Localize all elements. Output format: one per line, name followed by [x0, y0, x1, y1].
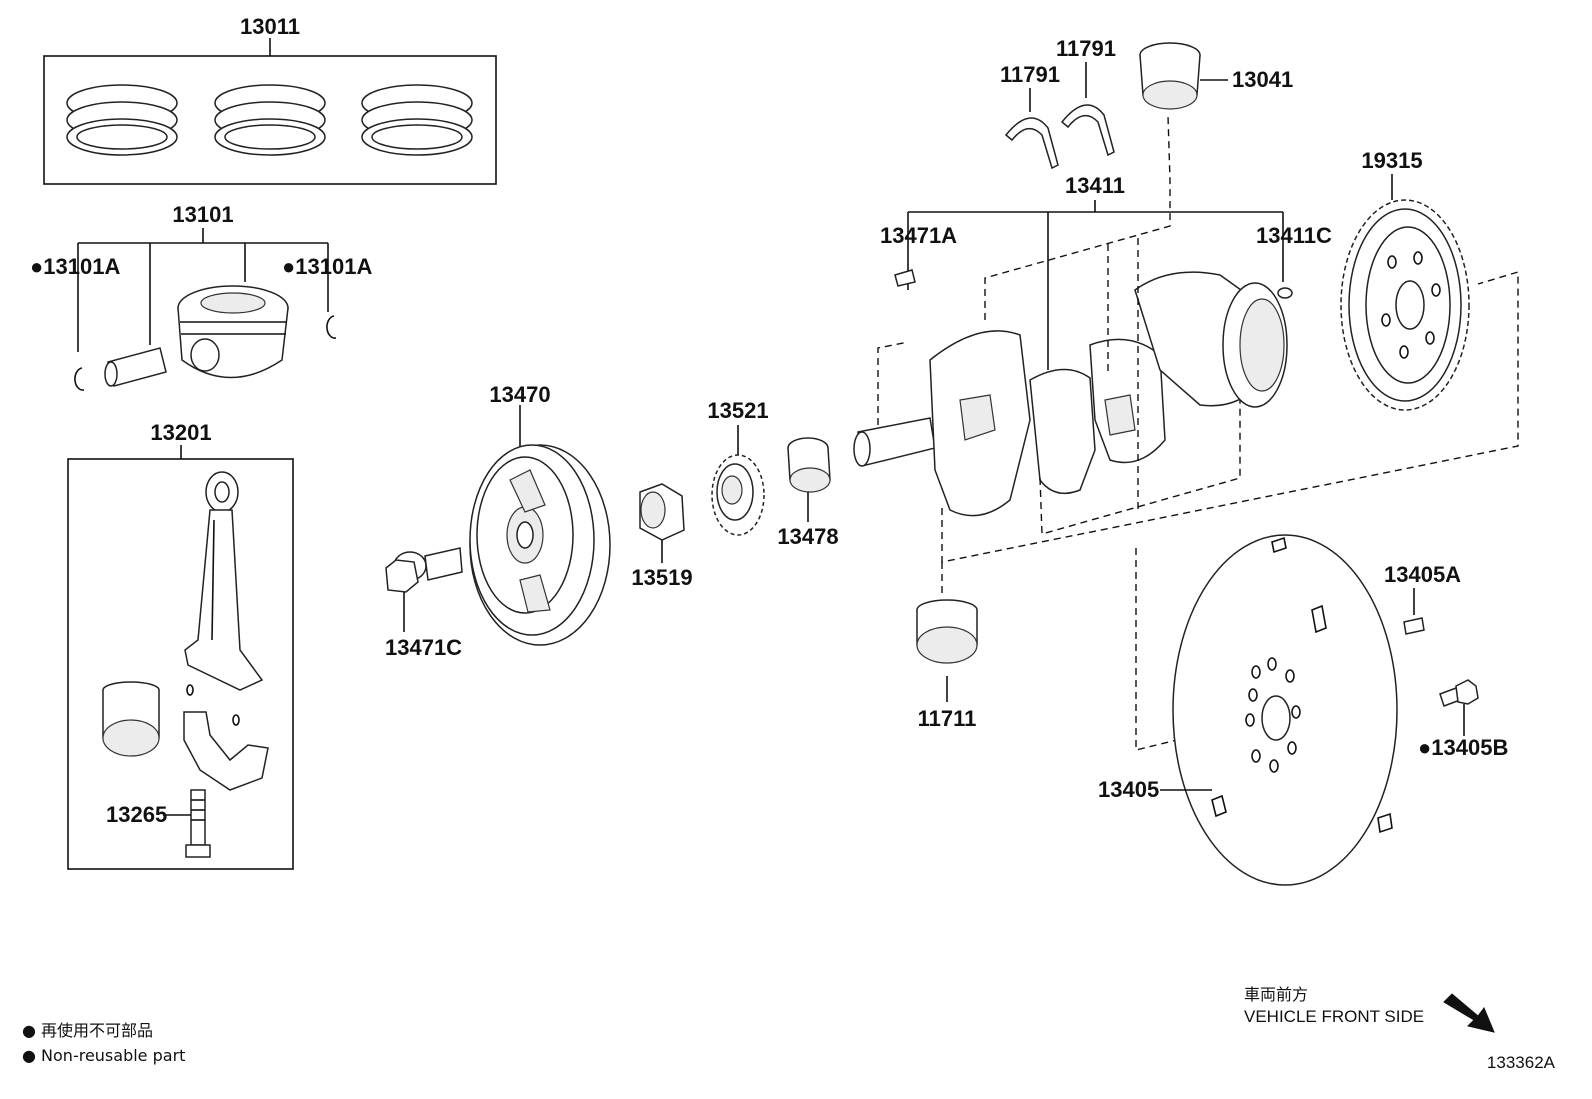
label-13478: 13478 — [777, 524, 838, 549]
direction-en: VEHICLE FRONT SIDE — [1244, 1007, 1424, 1026]
figure-id: 133362A — [1487, 1053, 1556, 1072]
piston-group: 13101 ●13101A ●13101A — [30, 202, 372, 391]
label-13470: 13470 — [489, 382, 550, 407]
crankshaft-group: 13411 13471A 13411C — [853, 115, 1519, 598]
label-13519: 13519 — [631, 565, 692, 590]
thrust-washer-2 — [1060, 104, 1115, 157]
drive-plate-bolt-group: ●13405B — [1418, 679, 1508, 760]
crankshaft — [853, 271, 1288, 517]
label-13471C: 13471C — [385, 635, 462, 660]
legend-jp: ● 再使用不可部品 — [22, 1021, 153, 1040]
label-13101A-left: ●13101A — [30, 254, 120, 279]
snap-ring-left — [74, 367, 85, 391]
crank-spacer — [639, 483, 685, 541]
label-13471A: 13471A — [880, 223, 957, 248]
pulley-bolt-group: 13471C — [385, 547, 463, 660]
label-13101A-right: ●13101A — [282, 254, 372, 279]
legend-en: ● Non-reusable part — [22, 1046, 185, 1065]
piston-ring-set-3 — [361, 84, 473, 156]
rod-bolt — [185, 789, 211, 858]
connecting-rod-group: 13201 13265 — [67, 420, 294, 870]
drive-plate-bolt — [1439, 679, 1479, 707]
label-11791-b: 11791 — [1056, 36, 1116, 61]
rod-bearing — [102, 681, 160, 757]
label-11711: 11711 — [918, 706, 977, 731]
label-13201: 13201 — [150, 420, 211, 445]
label-11791-a: 11791 — [1000, 62, 1060, 87]
piston-pin — [104, 347, 167, 387]
main-bearing-upper-group: 13041 — [1139, 42, 1293, 110]
label-13405A: 13405A — [1384, 562, 1461, 587]
front-arrow-icon — [1443, 993, 1495, 1033]
piston-ring-set-2 — [214, 84, 326, 156]
timing-sprocket — [711, 454, 765, 536]
direction-jp: 車両前方 — [1244, 985, 1308, 1004]
vehicle-front-indicator: 車両前方 VEHICLE FRONT SIDE — [1244, 985, 1495, 1033]
crank-rotor — [1340, 199, 1470, 411]
label-13101: 13101 — [172, 202, 233, 227]
thrust-washer-1 — [1004, 117, 1059, 170]
crank-key — [787, 437, 831, 493]
crank-key-group: 13478 — [777, 437, 839, 549]
connecting-rod — [184, 471, 264, 691]
label-13405B: ●13405B — [1418, 735, 1508, 760]
main-bearing-lower — [916, 599, 978, 664]
label-13411C: 13411C — [1256, 223, 1332, 248]
thrust-washer-group: 11791 11791 — [1000, 36, 1116, 170]
label-13265: 13265 — [106, 802, 167, 827]
snap-ring-right — [326, 315, 337, 339]
drive-plate — [1172, 534, 1398, 886]
label-13041: 13041 — [1232, 67, 1293, 92]
crank-rotor-group: 19315 — [1340, 148, 1470, 411]
label-13521: 13521 — [707, 398, 768, 423]
drive-plate-pin-group: 13405A — [1384, 562, 1461, 635]
piston-ring-set-1 — [66, 84, 178, 156]
main-bearing-upper — [1139, 42, 1201, 110]
main-bearing-lower-group: 11711 — [916, 599, 978, 731]
timing-sprocket-group: 13521 — [707, 398, 769, 536]
woodruff-key — [894, 269, 916, 287]
rod-cap — [183, 684, 269, 791]
crankshaft-pulley-group: 13470 — [469, 382, 611, 646]
piston-ring-set-group: 13011 — [43, 14, 497, 185]
pulley-bolt — [385, 547, 463, 593]
label-19315: 19315 — [1361, 148, 1422, 173]
drive-plate-pin — [1403, 617, 1425, 635]
label-13411: 13411 — [1065, 173, 1125, 198]
legend: ● 再使用不可部品 ● Non-reusable part — [22, 1021, 185, 1065]
label-13011: 13011 — [240, 14, 300, 39]
crank-spacer-group: 13519 — [631, 483, 693, 590]
label-13405: 13405 — [1098, 777, 1159, 802]
crankshaft-pulley — [469, 444, 611, 646]
crank-pin — [1277, 287, 1293, 299]
drive-plate-group: 13405 — [1098, 534, 1398, 886]
piston — [177, 285, 289, 379]
